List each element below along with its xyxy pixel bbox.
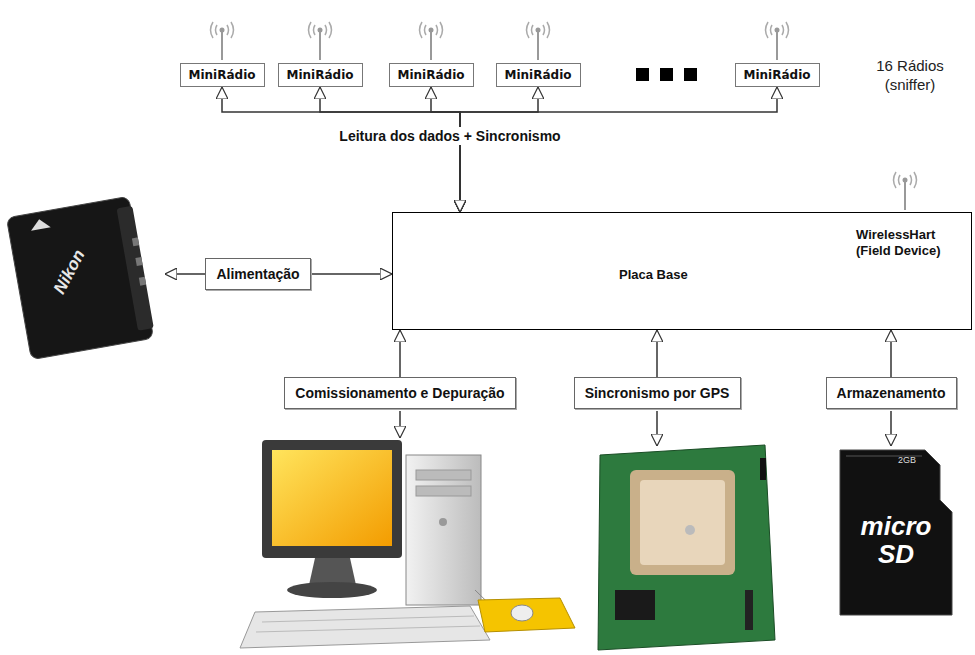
connector-arrow: [311, 273, 392, 275]
radio-box: MiniRádio: [735, 63, 820, 87]
connector-arrow: [320, 87, 460, 212]
tower: [406, 455, 481, 605]
connector: [760, 458, 766, 480]
monitor-base: [287, 582, 377, 598]
antenna-icon: [766, 22, 789, 60]
count-note: 16 Rádios (sniffer): [858, 56, 962, 94]
base-board-box: WirelessHart (Field Device) Placa Base: [392, 212, 972, 330]
screen: [272, 450, 392, 546]
connector-arrow: [460, 87, 538, 212]
antenna-icon: [211, 22, 234, 60]
radio-box: MiniRádio: [496, 63, 581, 87]
board-text: Placa Base: [619, 267, 688, 283]
interface-label-box: Armazenamento: [826, 377, 957, 409]
connector-arrow: [222, 87, 460, 212]
power-arrow: [165, 273, 205, 275]
drive-bay: [416, 470, 471, 480]
radio-box: MiniRádio: [180, 63, 265, 87]
dot: [684, 68, 697, 81]
monitor-neck: [309, 558, 356, 585]
interface-label-box: Comissionamento e Depuração: [284, 377, 516, 409]
radio-box: MiniRádio: [278, 63, 363, 87]
debug-arrow: [399, 411, 401, 438]
drive-bay: [416, 486, 471, 496]
antenna-icon: [309, 22, 332, 60]
microsd-illustration: [840, 450, 952, 615]
gps-module-illustration: [598, 445, 775, 650]
interface-label-box: Sincronismo por GPS: [574, 377, 741, 409]
battery-brand: Nikon: [50, 246, 90, 297]
interface-name: Alimentação: [216, 266, 299, 282]
interface-label-box: Alimentação: [205, 258, 311, 290]
board-text: WirelessHart (Field Device): [856, 227, 968, 259]
computer-illustration: [240, 440, 575, 648]
antenna-icons: [211, 22, 917, 210]
connector-arrow: [890, 330, 892, 377]
antenna-icon: [527, 22, 550, 60]
interface-name: Comissionamento e Depuração: [295, 385, 504, 401]
connector-arrow: [431, 87, 460, 212]
gps-arrow: [656, 411, 658, 446]
gps-chip: [615, 590, 655, 620]
header-pins: [745, 590, 753, 630]
dot: [660, 68, 673, 81]
feed-point: [685, 525, 695, 535]
bus-label: Leitura dos dados + Sincronismo: [333, 127, 566, 145]
microsd-card: [840, 450, 952, 615]
battery-contact: [135, 257, 142, 266]
connector-arrow: [656, 330, 658, 377]
radio-name: MiniRádio: [505, 68, 572, 82]
battery-side: [117, 206, 154, 331]
ellipsis-dots: [636, 68, 697, 81]
gps-board: [598, 445, 775, 650]
radio-name: MiniRádio: [287, 68, 354, 82]
battery-contact: [132, 237, 139, 246]
antenna-icon: [894, 172, 917, 210]
radio-name: MiniRádio: [744, 68, 811, 82]
patch-antenna: [630, 470, 735, 575]
mouse: [511, 605, 533, 621]
connector-arrow: [460, 87, 777, 212]
interface-name: Sincronismo por GPS: [585, 385, 730, 401]
dot: [636, 68, 649, 81]
interface-name: Armazenamento: [837, 385, 946, 401]
card-capacity: 2GB: [898, 455, 916, 465]
power-button: [439, 518, 447, 526]
antenna-icon: [420, 22, 443, 60]
keyboard: [240, 606, 490, 648]
battery-body: [6, 196, 153, 359]
radio-name: MiniRádio: [189, 68, 256, 82]
connector-arrow: [399, 330, 401, 377]
radio-name: MiniRádio: [398, 68, 465, 82]
patch-surface: [640, 480, 725, 565]
storage-arrow: [890, 411, 892, 446]
radio-box: MiniRádio: [389, 63, 474, 87]
battery-mark: [29, 217, 50, 230]
keyboard-rows: [256, 616, 480, 632]
battery-illustration: [6, 196, 155, 360]
monitor: [262, 440, 402, 558]
mouse-pad: [478, 598, 575, 632]
battery-contact: [139, 277, 146, 286]
card-logo: micro SD: [848, 512, 944, 568]
